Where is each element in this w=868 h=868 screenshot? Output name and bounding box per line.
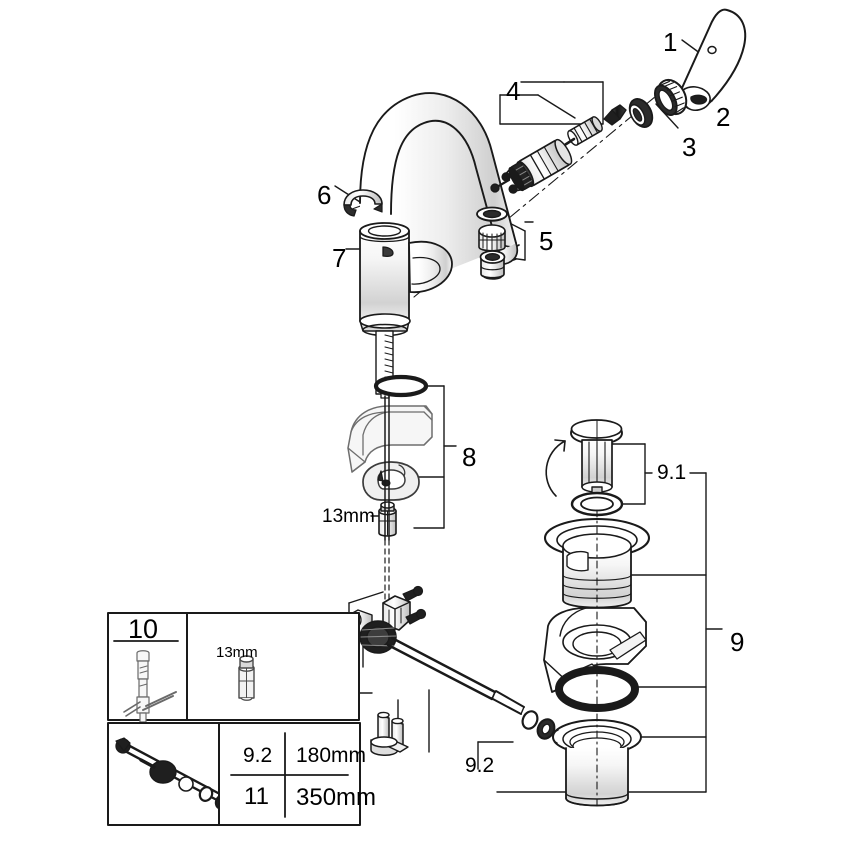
- callout-7: 7: [332, 243, 347, 273]
- callout-5: 5: [539, 226, 554, 256]
- dimension-13mm-main: 13mm: [322, 506, 375, 527]
- inset-boxes: [107, 612, 361, 826]
- callout-2: 2: [716, 102, 731, 132]
- faucet-assembly: [343, 92, 520, 399]
- aerator-group: [476, 206, 508, 280]
- callout-9-2: 9.2: [465, 754, 495, 777]
- handle-group: [490, 8, 747, 194]
- size-table-value-0: 180mm: [296, 744, 367, 767]
- size-table-ref-1: 11: [244, 783, 269, 810]
- dimension-13mm-box: 13mm: [216, 644, 258, 661]
- callout-4: 4: [506, 76, 521, 106]
- mounting-kit-group: [347, 374, 433, 611]
- callout-3: 3: [682, 132, 697, 162]
- size-table-ref-0: 9.2: [243, 744, 273, 767]
- lift-rod-linkage-group: [348, 585, 556, 756]
- bracket-8: [391, 385, 457, 529]
- size-table-value-1: 350mm: [296, 784, 377, 811]
- callout-8: 8: [462, 442, 477, 472]
- callout-6: 6: [317, 180, 332, 210]
- callout-9: 9: [730, 627, 745, 657]
- callout-1: 1: [663, 27, 678, 57]
- waste-group: [543, 419, 651, 807]
- inset-number-10: 10: [128, 614, 159, 644]
- callout-9-1: 9.1: [657, 461, 687, 484]
